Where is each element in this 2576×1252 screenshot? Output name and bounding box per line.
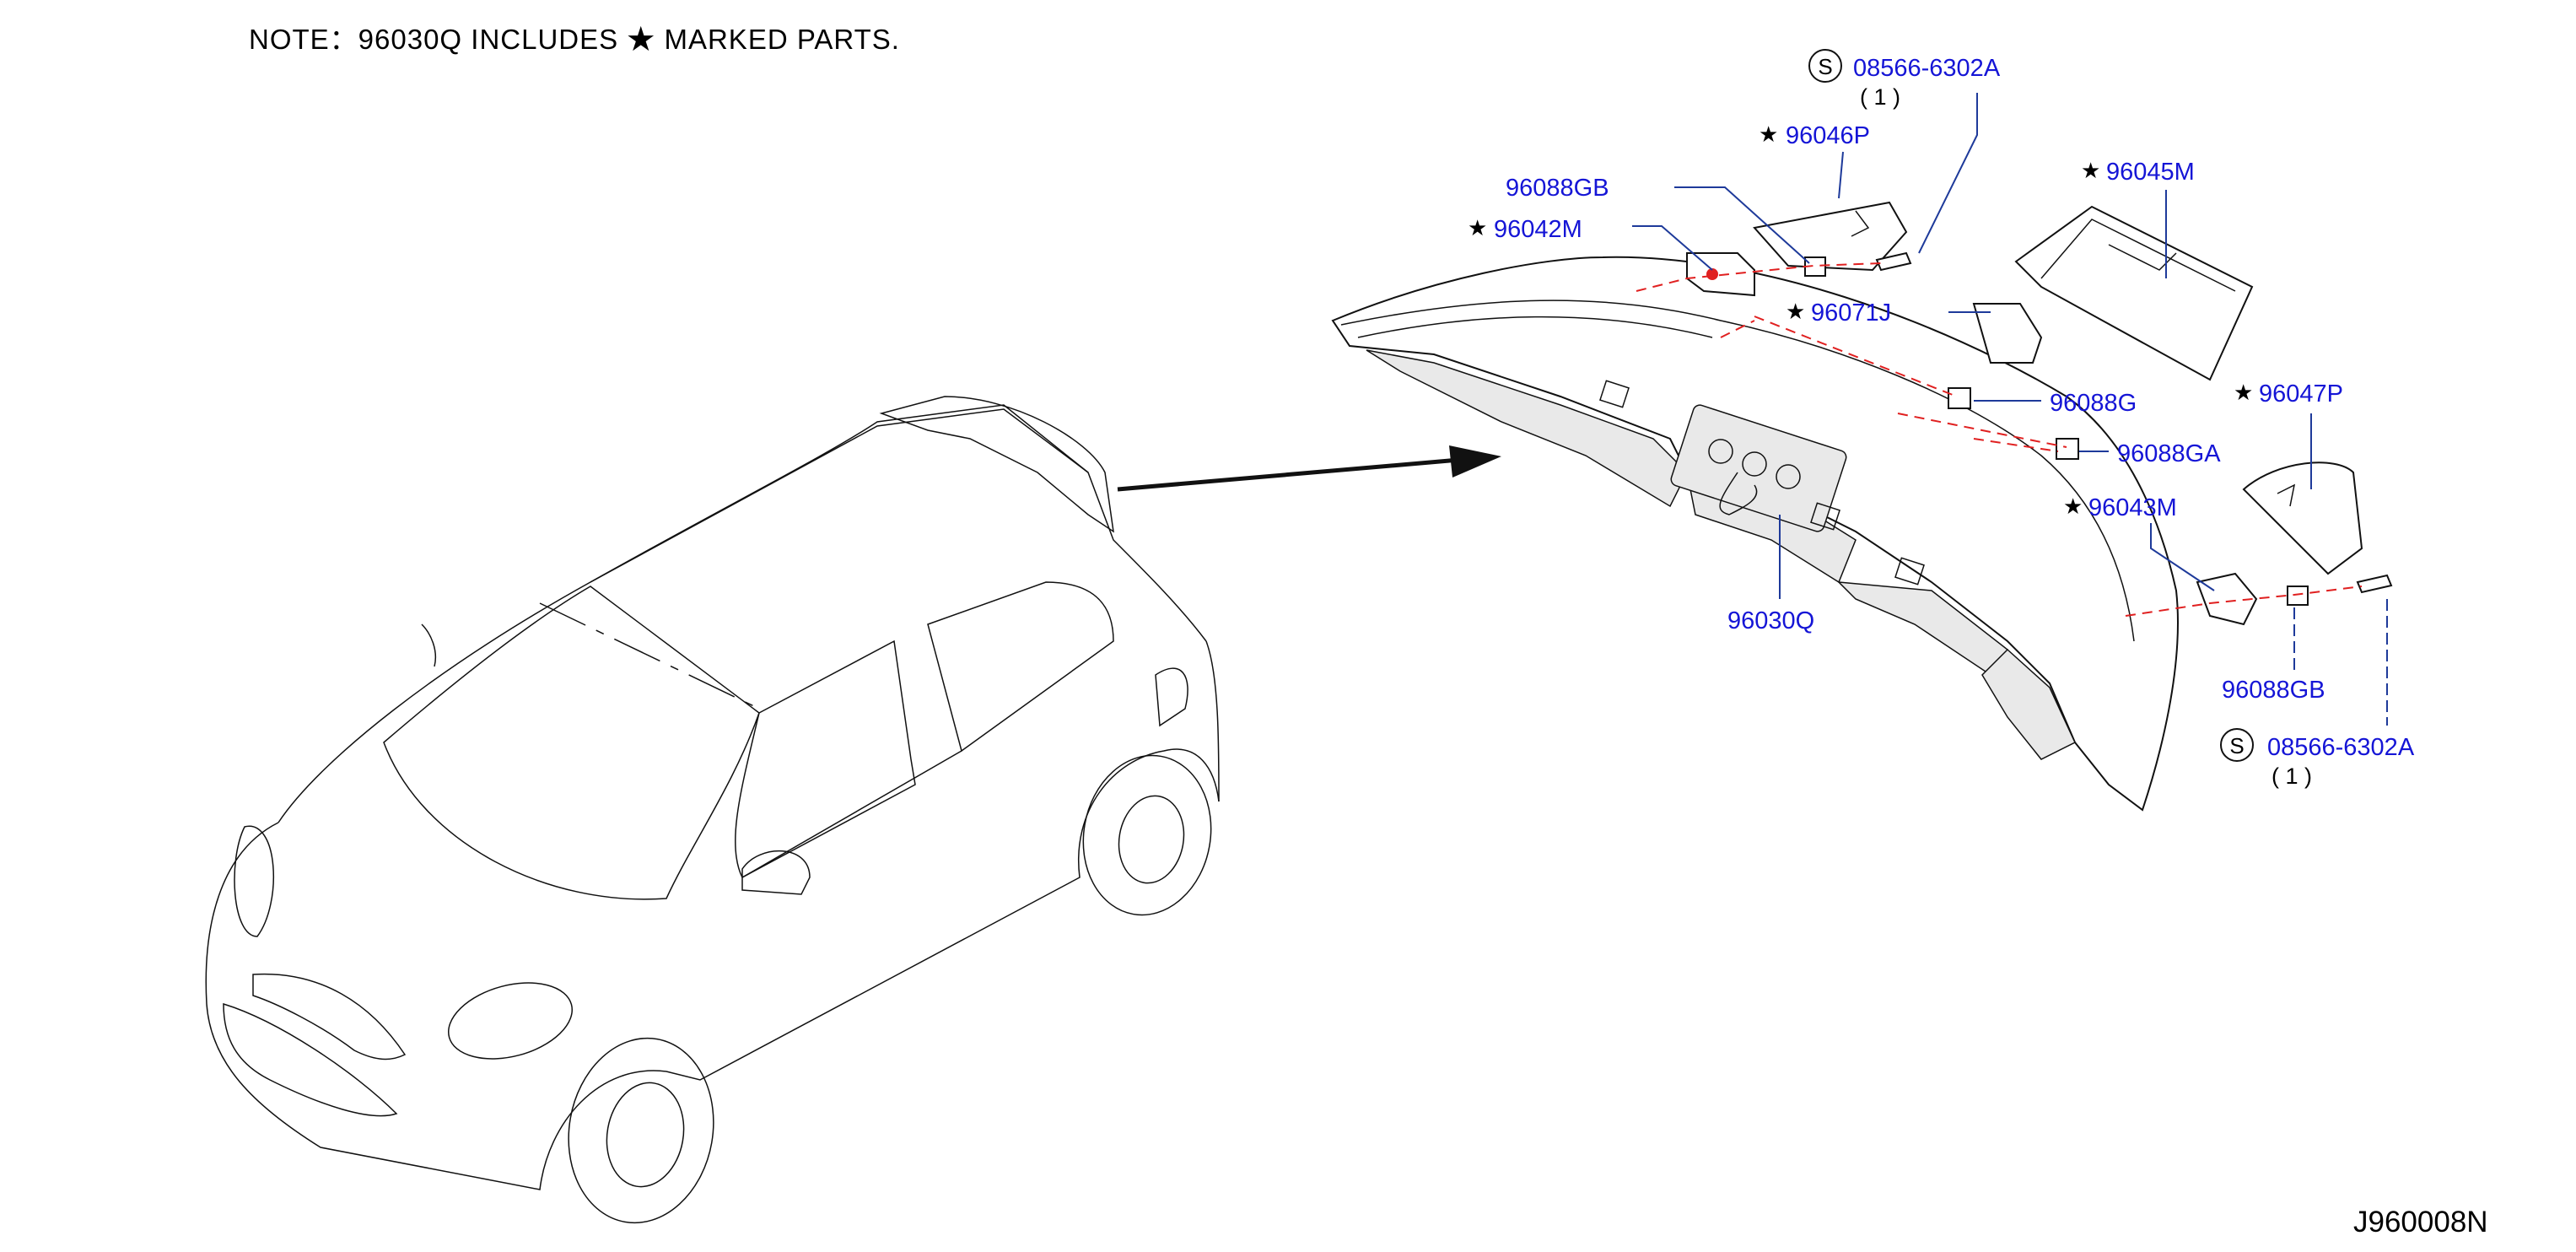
clip-96088GA — [2056, 438, 2079, 460]
screw-top — [1875, 251, 1912, 272]
label-96088GB-top: 96088GB — [1506, 175, 1609, 202]
clip-96088G — [1948, 387, 1971, 409]
leader-lines — [1632, 93, 2388, 726]
bracket-96071J — [1972, 303, 2043, 364]
star-96071J: ★ — [1786, 299, 1805, 324]
centerlines — [1636, 262, 2363, 617]
cover-96047P — [2242, 461, 2363, 575]
star-96043M: ★ — [2063, 494, 2083, 519]
label-96071J: 96071J — [1811, 300, 1891, 326]
diagram-code: J960008N — [2353, 1206, 2488, 1239]
panel-96045M — [2014, 205, 2254, 381]
small-parts — [1686, 201, 2393, 626]
star-96042M: ★ — [1468, 215, 1487, 240]
label-96088G: 96088G — [2050, 390, 2137, 417]
qty-08566-6302A-bottom: ( 1 ) — [2272, 764, 2312, 789]
label-96045M: 96045M — [2106, 159, 2195, 186]
screw-symbol-text-bottom: S — [2229, 733, 2244, 758]
part-labels: S 08566-6302A ( 1 ) ★ 96046P ★ 96045M 96… — [1468, 49, 2415, 789]
note-text: NOTE：96030Q INCLUDES ★ MARKED PARTS. — [249, 24, 900, 55]
label-96042M: 96042M — [1494, 216, 1582, 243]
label-96030Q: 96030Q — [1727, 607, 1814, 634]
label-96088GB-bottom: 96088GB — [2222, 677, 2325, 704]
callout-arrow — [1117, 445, 1501, 492]
clip-96088GB-bottom — [2287, 586, 2309, 606]
screw-bottom — [2356, 574, 2393, 594]
star-96045M: ★ — [2081, 158, 2100, 183]
label-96088GA: 96088GA — [2117, 440, 2221, 467]
screw-symbol-text-top: S — [1818, 54, 1832, 79]
label-96046P: 96046P — [1786, 122, 1870, 149]
qty-08566-6302A-top: ( 1 ) — [1860, 84, 1900, 110]
label-96047P: 96047P — [2259, 380, 2343, 407]
bracket-96043M — [2196, 572, 2258, 626]
star-96047P: ★ — [2234, 380, 2253, 405]
cover-96046P — [1753, 201, 1908, 272]
car-illustration — [205, 396, 1220, 1224]
screw-symbol-top — [1808, 49, 1842, 83]
star-96046P: ★ — [1759, 121, 1778, 147]
label-08566-6302A-top: 08566-6302A — [1853, 55, 2001, 82]
label-96043M: 96043M — [2088, 494, 2177, 521]
spoiler-assembly — [1331, 256, 2179, 812]
label-08566-6302A-bottom: 08566-6302A — [2267, 734, 2415, 761]
screw-symbol-bottom — [2220, 728, 2254, 762]
